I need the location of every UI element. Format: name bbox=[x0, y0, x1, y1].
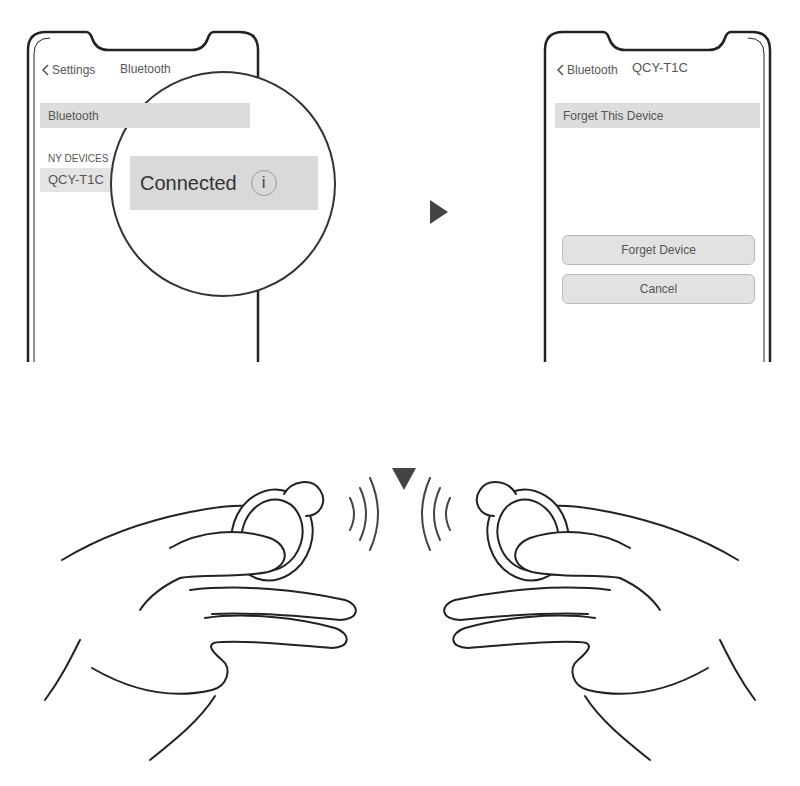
back-chevron bbox=[43, 65, 48, 75]
signal-waves bbox=[422, 478, 450, 550]
hand-with-earbud bbox=[45, 479, 356, 760]
phone-bezel bbox=[34, 38, 50, 362]
back-chevron bbox=[558, 65, 563, 75]
device-name: QCY-T1C bbox=[48, 173, 104, 187]
hand-with-earbud bbox=[444, 479, 755, 760]
phone-bezel bbox=[748, 38, 764, 362]
row-text: Forget Device bbox=[621, 243, 696, 257]
back-label: Settings bbox=[52, 63, 95, 77]
dialog-button: Forget Device bbox=[562, 235, 755, 265]
row-text: Cancel bbox=[640, 282, 677, 296]
screen-title: QCY-T1C bbox=[632, 61, 688, 75]
flow-arrow-shaft bbox=[375, 208, 430, 216]
signal-waves bbox=[350, 478, 378, 550]
flow-arrow-head bbox=[392, 468, 416, 490]
flow-arrow-head bbox=[430, 200, 448, 224]
info-icon: i bbox=[251, 170, 277, 196]
settings-row: Forget This Device bbox=[555, 103, 760, 128]
row-text: Forget This Device bbox=[563, 109, 663, 123]
back-label: Bluetooth bbox=[567, 63, 618, 77]
screen-title: Bluetooth bbox=[120, 62, 171, 76]
status-text: Connected bbox=[140, 172, 237, 195]
status-row: Connected i bbox=[130, 156, 318, 210]
row-text: Bluetooth bbox=[48, 109, 99, 123]
flow-arrow-shaft bbox=[400, 402, 408, 470]
dialog-button: Cancel bbox=[562, 274, 755, 304]
settings-row: Bluetooth bbox=[40, 103, 250, 128]
phone-outline bbox=[545, 32, 770, 362]
section-header: NY DEVICES bbox=[48, 152, 108, 166]
